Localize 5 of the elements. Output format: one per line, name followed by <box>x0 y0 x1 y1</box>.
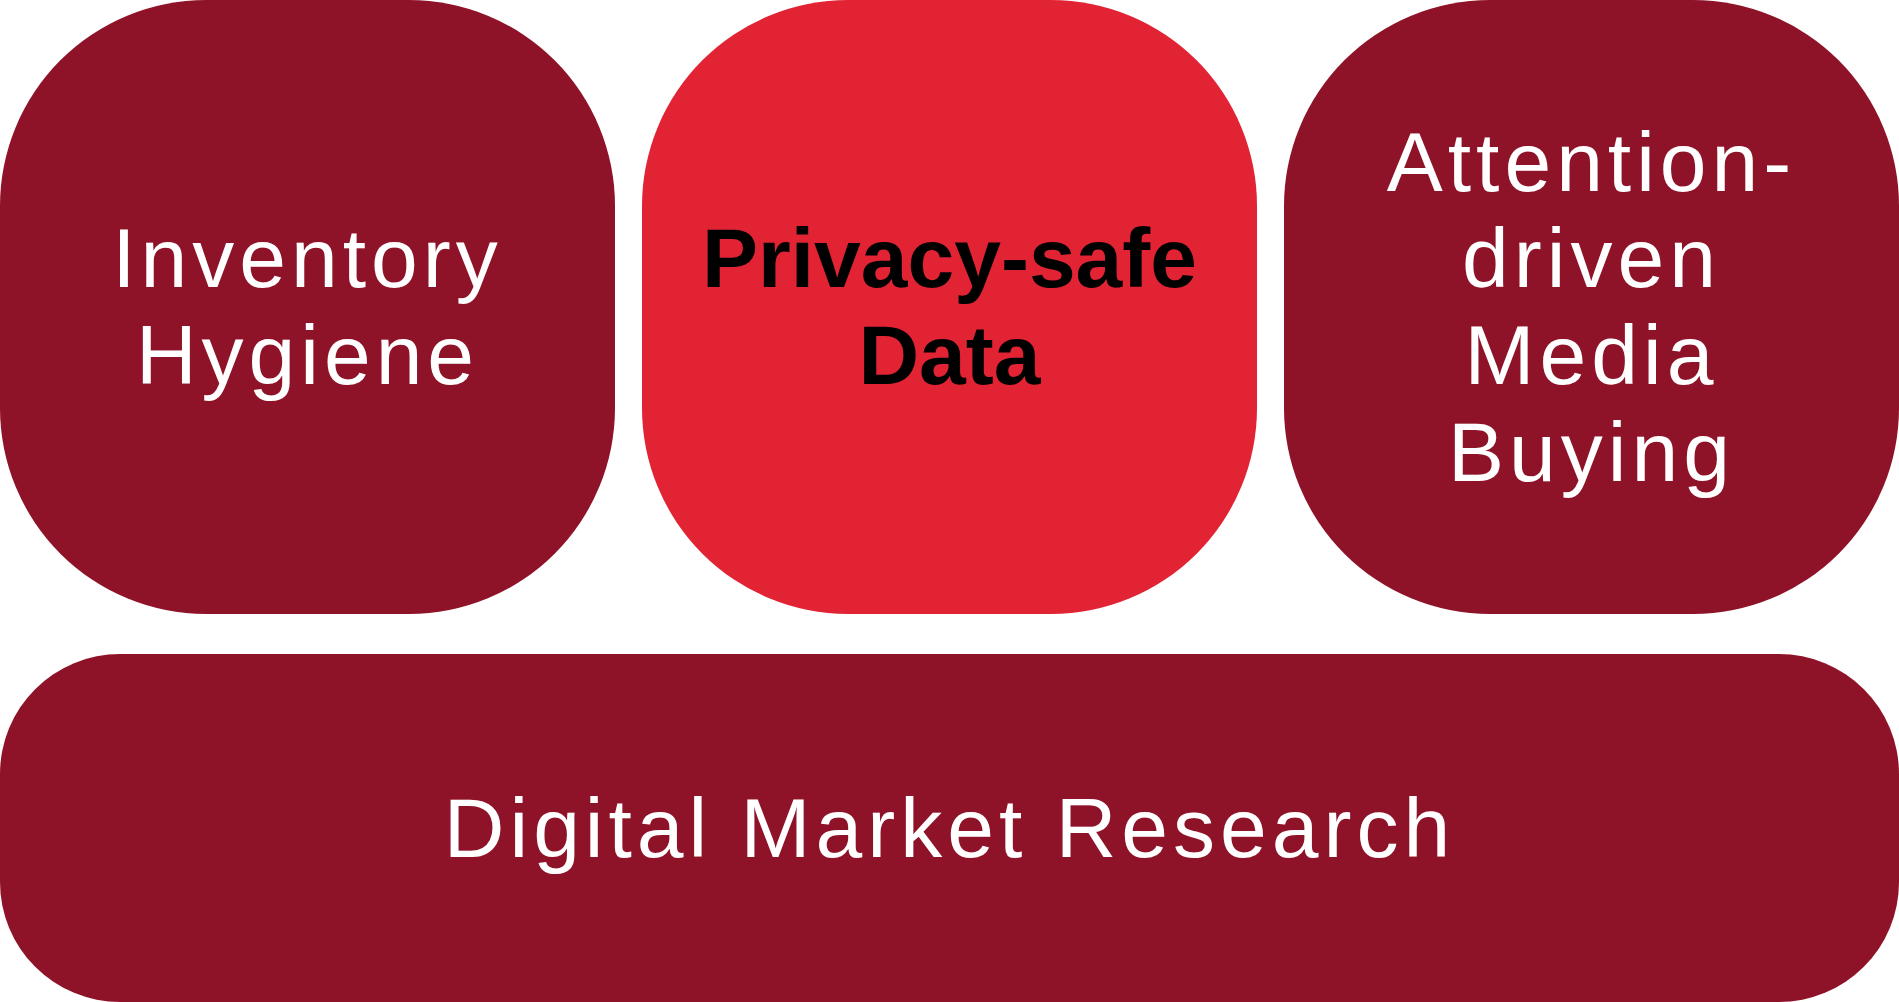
panel-label: Attention-driven Media Buying <box>1385 113 1798 501</box>
category-panel <box>0 654 1899 1002</box>
panel-label: Digital Market Research <box>443 779 1456 877</box>
panel-label: Inventory Hygiene <box>111 210 504 404</box>
panel-label: Privacy-safe Data <box>701 210 1198 404</box>
